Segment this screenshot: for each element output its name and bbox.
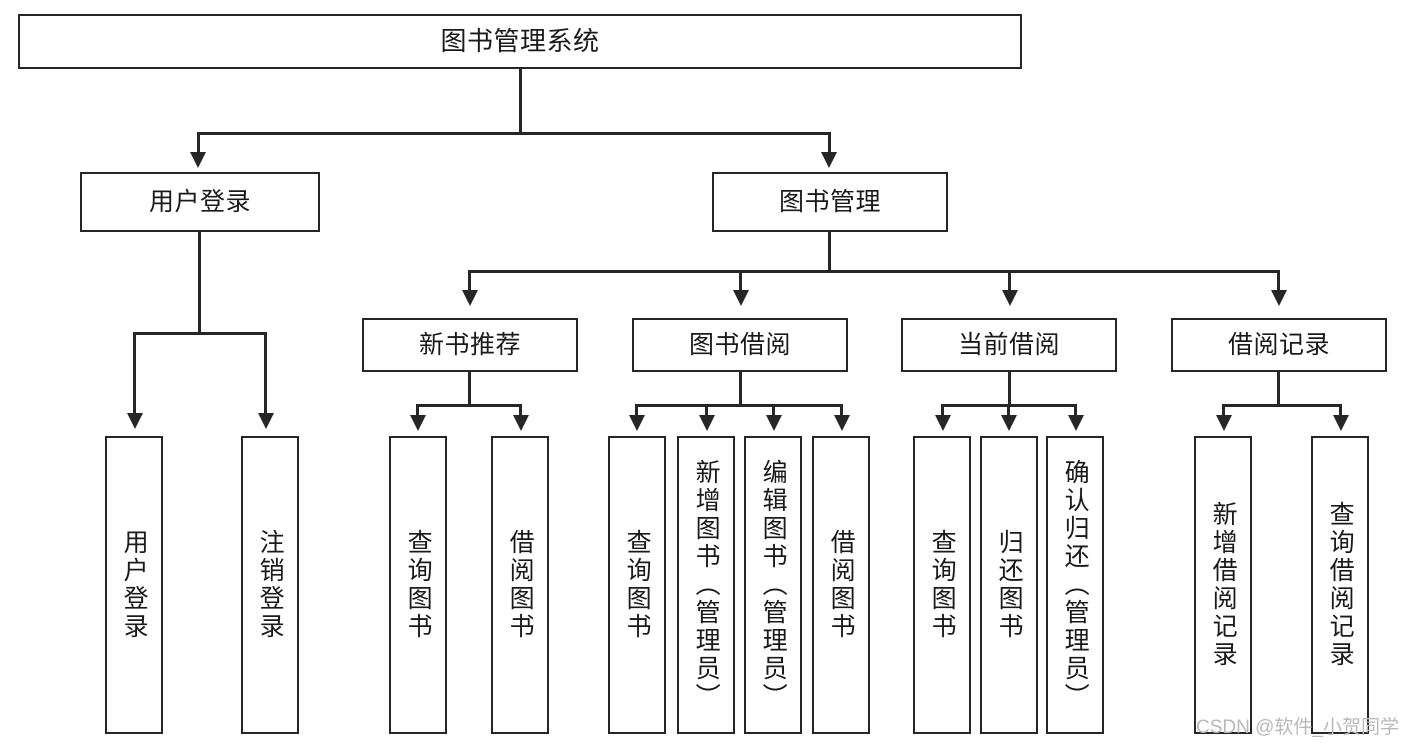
connector-book-borrow-stem <box>739 372 742 406</box>
connector-borrow-record-bar <box>1222 404 1342 407</box>
arrow-new-book-child-2 <box>513 415 529 431</box>
leaf-borrow-book[interactable]: 借阅图书 <box>812 436 870 734</box>
node-label: 新增借阅记录 <box>1209 501 1238 669</box>
node-label: 用户登录 <box>120 529 149 641</box>
leaf-logout[interactable]: 注销登录 <box>241 436 299 734</box>
node-borrow-record[interactable]: 借阅记录 <box>1171 318 1387 372</box>
connector-to-book-manage <box>828 132 831 154</box>
connector-to-new-book <box>468 270 471 292</box>
arrow-book-borrow-child-1 <box>629 415 645 431</box>
arrow-user-login-child-2 <box>258 413 274 429</box>
connector-book-borrow-child-3 <box>772 404 775 418</box>
node-label: 借阅图书 <box>827 529 856 641</box>
connector-user-login-stem <box>198 232 201 334</box>
connector-book-borrow-child-2 <box>705 404 708 418</box>
connector-new-book-child-2 <box>519 404 522 418</box>
node-label: 图书管理 <box>778 187 881 216</box>
arrow-current-borrow-child-2 <box>1001 415 1017 431</box>
node-label: 用户登录 <box>148 187 251 216</box>
arrow-to-book-manage <box>821 152 837 168</box>
csdn-watermark: CSDN @软件_小贺同学 <box>1196 717 1399 738</box>
connector-to-borrow-record <box>1277 270 1280 292</box>
arrow-new-book-child-1 <box>410 415 426 431</box>
arrow-current-borrow-child-3 <box>1068 415 1084 431</box>
connector-current-borrow-child-3 <box>1074 404 1077 418</box>
leaf-add-book-admin[interactable]: 新增图书（管理员） <box>677 436 735 734</box>
node-label: 确认归还（管理员） <box>1061 459 1090 711</box>
node-label: 新书推荐 <box>418 330 521 359</box>
node-label: 当前借阅 <box>957 330 1060 359</box>
leaf-query-book-recommend[interactable]: 查询图书 <box>389 436 447 734</box>
node-label: 注销登录 <box>256 529 285 641</box>
node-label: 查询图书 <box>928 529 957 641</box>
connector-book-manage-stem <box>828 232 831 272</box>
leaf-query-book-borrow[interactable]: 查询图书 <box>608 436 666 734</box>
connector-to-book-borrow <box>739 270 742 292</box>
arrow-book-borrow-child-2 <box>699 415 715 431</box>
node-label: 查询图书 <box>623 529 652 641</box>
node-book-management[interactable]: 图书管理 <box>712 172 948 232</box>
arrow-to-current-borrow <box>1002 290 1018 306</box>
leaf-edit-book-admin[interactable]: 编辑图书（管理员） <box>744 436 802 734</box>
node-label: 借阅记录 <box>1227 330 1330 359</box>
connector-book-manage-bar <box>468 270 1280 273</box>
connector-book-borrow-child-1 <box>635 404 638 418</box>
connector-current-borrow-child-1 <box>941 404 944 418</box>
leaf-borrow-book-recommend[interactable]: 借阅图书 <box>491 436 549 734</box>
leaf-user-login[interactable]: 用户登录 <box>105 436 163 734</box>
node-new-book-recommend[interactable]: 新书推荐 <box>362 318 578 372</box>
connector-book-borrow-child-4 <box>840 404 843 418</box>
arrow-book-borrow-child-4 <box>834 415 850 431</box>
arrow-to-user-login <box>190 152 206 168</box>
node-label: 图书管理系统 <box>440 26 600 57</box>
arrow-borrow-record-child-1 <box>1216 415 1232 431</box>
connector-root-bar <box>197 132 831 135</box>
node-root-library-system[interactable]: 图书管理系统 <box>18 14 1022 69</box>
node-label: 编辑图书（管理员） <box>759 459 788 711</box>
connector-borrow-record-stem <box>1277 372 1280 406</box>
leaf-query-book-current[interactable]: 查询图书 <box>913 436 971 734</box>
arrow-book-borrow-child-3 <box>766 415 782 431</box>
connector-root-stem <box>519 69 522 134</box>
node-current-borrow[interactable]: 当前借阅 <box>901 318 1117 372</box>
arrow-to-borrow-record <box>1271 290 1287 306</box>
leaf-confirm-return-admin[interactable]: 确认归还（管理员） <box>1046 436 1104 734</box>
arrow-user-login-child-1 <box>127 413 143 429</box>
connector-to-current-borrow <box>1008 270 1011 292</box>
connector-new-book-child-1 <box>416 404 419 418</box>
arrow-borrow-record-child-2 <box>1333 415 1349 431</box>
node-book-borrow[interactable]: 图书借阅 <box>632 318 848 372</box>
connector-user-login-child-2 <box>264 332 267 416</box>
connector-borrow-record-child-2 <box>1339 404 1342 418</box>
node-label: 借阅图书 <box>506 529 535 641</box>
connector-current-borrow-stem <box>1008 372 1011 406</box>
connector-borrow-record-child-1 <box>1222 404 1225 418</box>
connector-book-borrow-bar <box>635 404 843 407</box>
connector-user-login-child-1 <box>133 332 136 416</box>
arrow-to-book-borrow <box>733 290 749 306</box>
node-label: 查询图书 <box>404 529 433 641</box>
node-label: 归还图书 <box>995 529 1024 641</box>
arrow-current-borrow-child-1 <box>935 415 951 431</box>
leaf-return-book[interactable]: 归还图书 <box>980 436 1038 734</box>
connector-new-book-stem <box>468 372 471 406</box>
node-user-login[interactable]: 用户登录 <box>80 172 320 232</box>
connector-user-login-bar <box>133 332 267 335</box>
node-label: 图书借阅 <box>688 330 791 359</box>
connector-current-borrow-child-2 <box>1007 404 1010 418</box>
node-label: 新增图书（管理员） <box>692 459 721 711</box>
leaf-add-borrow-record[interactable]: 新增借阅记录 <box>1194 436 1252 734</box>
arrow-to-new-book <box>462 290 478 306</box>
connector-new-book-bar <box>416 404 522 407</box>
node-label: 查询借阅记录 <box>1326 501 1355 669</box>
leaf-query-borrow-record[interactable]: 查询借阅记录 <box>1311 436 1369 734</box>
connector-to-user-login <box>197 132 200 154</box>
